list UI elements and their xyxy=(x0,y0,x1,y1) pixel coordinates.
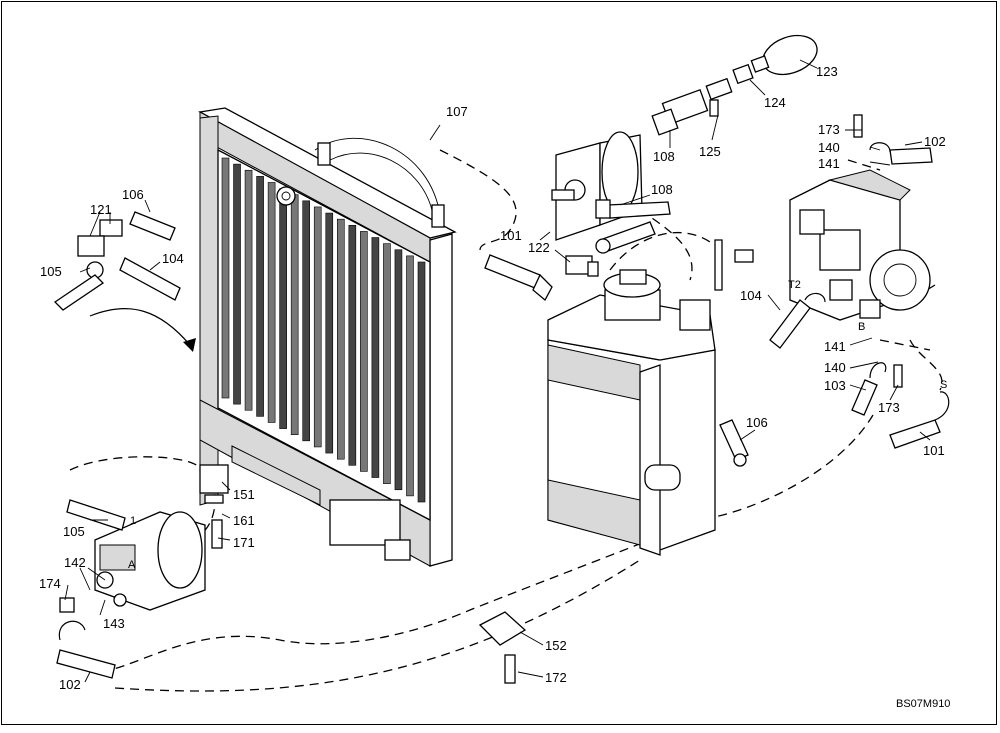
port-s: S xyxy=(940,379,947,391)
radiator-fin xyxy=(302,200,311,442)
hose-routes xyxy=(69,149,943,692)
fan-motor xyxy=(94,464,229,611)
hose-101-right xyxy=(889,391,950,449)
radiator-fin xyxy=(348,224,357,466)
radiator-fin xyxy=(371,237,380,478)
radiator-fin xyxy=(336,218,345,460)
label-174: 174 xyxy=(39,576,61,591)
hose-102-bottom xyxy=(56,597,116,679)
label-125: 125 xyxy=(699,144,721,159)
label-107: 107 xyxy=(446,104,468,119)
label-122: 122 xyxy=(528,240,550,255)
label-101-right: 101 xyxy=(923,443,945,458)
clamp-152 xyxy=(478,611,527,684)
airflow-arrow xyxy=(89,308,191,346)
label-140-top: 140 xyxy=(818,140,840,155)
radiator-fin xyxy=(313,206,322,448)
label-141-bottom: 141 xyxy=(824,339,846,354)
label-105-bottom: 105 xyxy=(63,524,85,539)
label-103: 103 xyxy=(824,378,846,393)
label-101-top: 101 xyxy=(500,228,522,243)
hose-108-right xyxy=(595,199,671,219)
left-fittings xyxy=(53,211,181,311)
radiator-fin xyxy=(383,243,391,484)
hydraulic-tank xyxy=(547,269,716,556)
radiator-fins xyxy=(221,157,426,503)
radiator-fin xyxy=(267,182,276,423)
radiator-fin xyxy=(325,212,334,454)
radiator xyxy=(198,107,457,567)
variable-pump xyxy=(789,169,931,321)
label-172: 172 xyxy=(545,670,567,685)
port-t2: T2 xyxy=(788,279,801,291)
fitting-122 xyxy=(565,255,599,277)
hose-101-top xyxy=(595,221,656,254)
label-142: 142 xyxy=(64,555,86,570)
label-173-bottom: 173 xyxy=(878,400,900,415)
radiator-fin xyxy=(279,188,287,429)
hose-103-right xyxy=(851,362,887,416)
label-143: 143 xyxy=(103,616,125,631)
hose-105-bottom xyxy=(66,499,126,531)
label-102-top: 102 xyxy=(924,134,946,149)
radiator-fin xyxy=(256,176,264,417)
radiator-fin xyxy=(406,255,414,497)
radiator-fin xyxy=(290,194,299,436)
label-151: 151 xyxy=(233,487,255,502)
radiator-fin xyxy=(221,157,230,399)
label-140-bottom: 140 xyxy=(824,360,846,375)
accumulator-assembly xyxy=(651,34,818,136)
label-105-left: 105 xyxy=(40,264,62,279)
label-104-right: 104 xyxy=(740,288,762,303)
top-motor xyxy=(551,131,643,241)
label-102-bottom: 102 xyxy=(59,677,81,692)
drawing-code: BS07M910 xyxy=(896,698,950,710)
radiator-fin xyxy=(244,169,253,411)
label-108-top: 108 xyxy=(653,149,675,164)
radiator-fin xyxy=(417,261,426,503)
hose-102-right xyxy=(869,142,933,165)
label-173-top: 173 xyxy=(818,122,840,137)
port-b: B xyxy=(858,321,865,333)
leader-lines xyxy=(64,59,931,683)
label-123: 123 xyxy=(816,64,838,79)
label-121: 121 xyxy=(90,202,112,217)
label-124: 124 xyxy=(764,95,786,110)
label-161: 161 xyxy=(233,513,255,528)
label-152: 152 xyxy=(545,638,567,653)
radiator-cap xyxy=(276,186,296,206)
label-106-right: 106 xyxy=(746,415,768,430)
bolt-173-right xyxy=(853,114,903,388)
hose-104-right xyxy=(769,292,826,349)
label-171: 171 xyxy=(233,535,255,550)
radiator-fin xyxy=(360,231,368,472)
radiator-fin xyxy=(233,163,241,405)
label-104-left: 104 xyxy=(162,251,184,266)
part-labels: 123 124 125 108 108 107 173 140 141 102 … xyxy=(39,64,946,692)
label-108-right: 108 xyxy=(651,182,673,197)
label-141-top: 141 xyxy=(818,156,840,171)
radiator-fin xyxy=(394,249,403,491)
port-a: A xyxy=(128,559,136,571)
hose-106-right xyxy=(719,419,749,467)
port-1: 1 xyxy=(130,515,136,527)
hose-long-left xyxy=(484,254,553,302)
label-106-left: 106 xyxy=(122,187,144,202)
small-hose-top xyxy=(714,239,754,291)
